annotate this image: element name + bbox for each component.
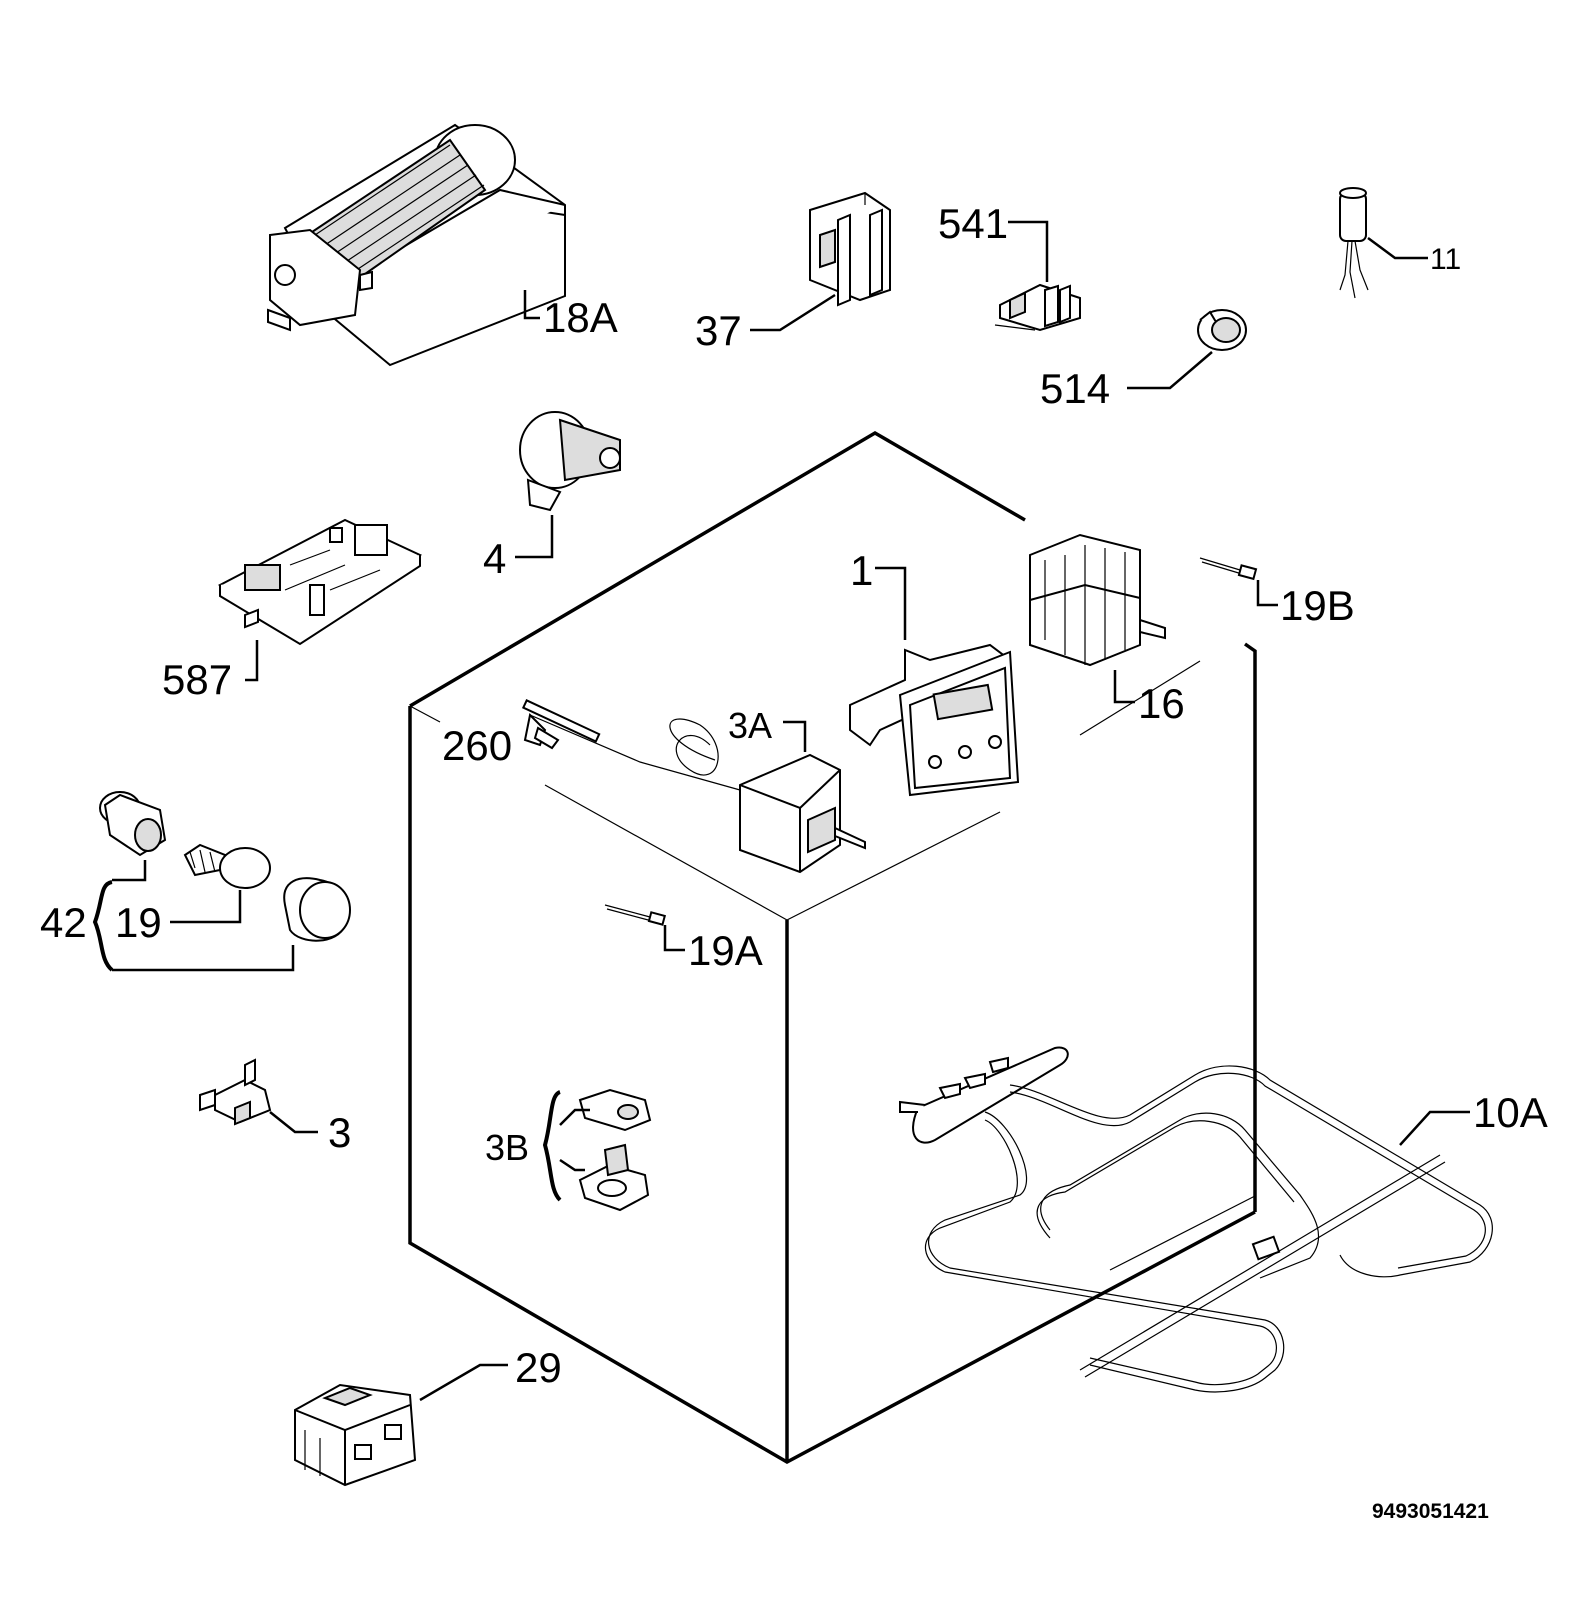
selector-switch-part-16 [1029, 533, 1166, 667]
label-29: 29 [515, 1344, 562, 1391]
label-260: 260 [442, 722, 512, 769]
lamp-cover-part-42 [283, 877, 351, 942]
tangential-fan-part-18a [267, 123, 566, 367]
label-19a: 19A [688, 927, 763, 974]
oven-cavity-outline [408, 430, 1257, 1465]
leader-587 [245, 640, 259, 682]
grill-element-part-10a [899, 1046, 1493, 1393]
sensor-part-19a [604, 904, 667, 926]
leader-19b [1256, 580, 1278, 607]
capacitor-part-11 [1339, 187, 1369, 299]
leader-4 [515, 515, 554, 559]
leader-3 [269, 1111, 318, 1134]
label-18a: 18A [543, 294, 618, 341]
label-37: 37 [695, 307, 742, 354]
motor-part-4 [519, 411, 621, 512]
leader-514 [1127, 351, 1213, 390]
leader-16 [1113, 670, 1135, 704]
label-1: 1 [850, 547, 873, 594]
connector-block-part-29 [294, 1383, 417, 1487]
label-4: 4 [483, 535, 506, 582]
electronic-board-part-587 [217, 518, 423, 646]
label-42: 42 [40, 899, 87, 946]
label-10a: 10A [1473, 1089, 1548, 1136]
sensor-part-19b [1199, 557, 1258, 581]
leader-19a [663, 925, 685, 952]
leader-3b-top [559, 1108, 590, 1126]
leader-29 [419, 1363, 508, 1402]
leader-11 [1367, 236, 1428, 260]
label-514: 514 [1040, 365, 1110, 412]
bulb-clip-part-260 [521, 699, 601, 750]
label-541: 541 [938, 200, 1008, 247]
label-587: 587 [162, 656, 232, 703]
label-19: 19 [115, 899, 162, 946]
leader-42-top [112, 860, 147, 882]
label-3a: 3A [728, 705, 772, 746]
thermostat-part-3a [529, 714, 866, 874]
leader-3a [783, 720, 807, 752]
label-3b: 3B [485, 1127, 529, 1168]
terminal-block-part-37 [809, 191, 891, 307]
leader-3b-bottom [559, 1158, 585, 1172]
leader-10a [1399, 1110, 1470, 1146]
lamp-holder-part-42 [99, 791, 167, 857]
leader-19 [170, 890, 242, 924]
safety-thermostat-part-3 [199, 1058, 272, 1126]
label-16: 16 [1138, 680, 1185, 727]
leader-541 [1008, 220, 1049, 282]
leader-37 [750, 293, 836, 332]
leader-1 [875, 566, 907, 640]
lamp-bulb-part-19 [183, 843, 271, 889]
label-11: 11 [1430, 243, 1461, 276]
thermal-cutout-part-3b [578, 1088, 652, 1212]
lamp-holder-part-514 [1197, 309, 1247, 351]
leader-18a [523, 290, 540, 320]
display-timer-part-1 [849, 643, 1020, 797]
leader-42-bottom [112, 945, 295, 972]
document-number: 9493051421 [1372, 1500, 1489, 1523]
label-3: 3 [328, 1109, 351, 1156]
brace-3b [542, 1090, 562, 1202]
switch-part-541 [994, 283, 1081, 332]
label-19b: 19B [1280, 582, 1355, 629]
brace-42 [92, 880, 114, 972]
